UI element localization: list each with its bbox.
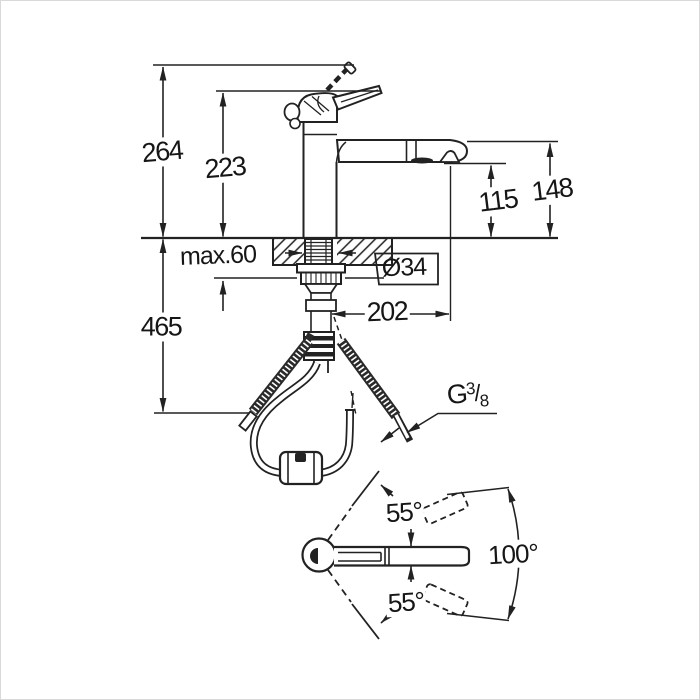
counter-slab [272,238,439,286]
coupling-band [304,344,334,348]
hose-weight [278,450,324,486]
chord-line-lower [446,612,510,622]
hole-diameter-callout-box [373,252,439,286]
spout-position-lower-dashed [421,583,469,617]
arc-55-upper-arrow [380,484,394,497]
spout-position-upper-dashed [421,491,469,525]
supply-hoses [238,332,414,443]
swivel-top-view [301,470,520,640]
spray-grip-nub [438,149,461,163]
weight-clip [295,453,306,462]
pullout-hose-loop [249,361,357,486]
supply-hose-left [248,337,314,416]
shank-taper [303,283,339,294]
thread-texture [305,241,332,261]
dimension-lines [141,64,558,443]
swivel-ray-upper [351,470,380,507]
counter-edge-right [337,238,393,266]
thread-leader-arrow2 [380,427,400,443]
spout-top-outline [334,545,471,567]
spout-inner-lines [338,551,382,562]
arc-100-degrees [507,488,520,620]
nut-knurling [305,273,337,283]
head-sketch-lines [303,95,330,116]
cartridge-head [296,92,338,123]
faucet-base-top [301,537,337,573]
body-column-fill [303,122,336,238]
shank-tube [310,292,332,333]
mounting-washer [296,263,346,274]
spout-root-fillet [335,141,347,163]
lever-raised-dashed [325,67,349,92]
faucet-body [283,61,469,238]
lever-inner-line [340,89,379,103]
arc-55-lower-arrow [380,611,394,624]
lever-handle [331,84,383,111]
base-center-mark [310,548,318,564]
shank-collar [305,299,337,312]
head-side-knob-lower [289,117,301,130]
supply-hose-left-fitting [238,410,258,432]
counter-hatch-left [273,239,304,265]
side-view-faucet [238,61,469,486]
mounting-shank [296,238,350,373]
chord-line-upper [446,486,510,496]
head-side-knob [283,102,301,122]
thread-leader [406,412,497,434]
counter-edge-left [272,238,304,266]
coupling-band [304,336,334,341]
counter-hatch-right [337,239,392,265]
aerator-outlet [411,157,433,164]
coupling-band [304,352,334,357]
hose-end-dashed [350,390,357,416]
hose-loop-right [319,410,354,477]
swivel-ray-upper-dashed [327,507,352,541]
swivel-ray-lower-dashed [327,569,352,603]
swivel-ray-lower [351,603,380,640]
